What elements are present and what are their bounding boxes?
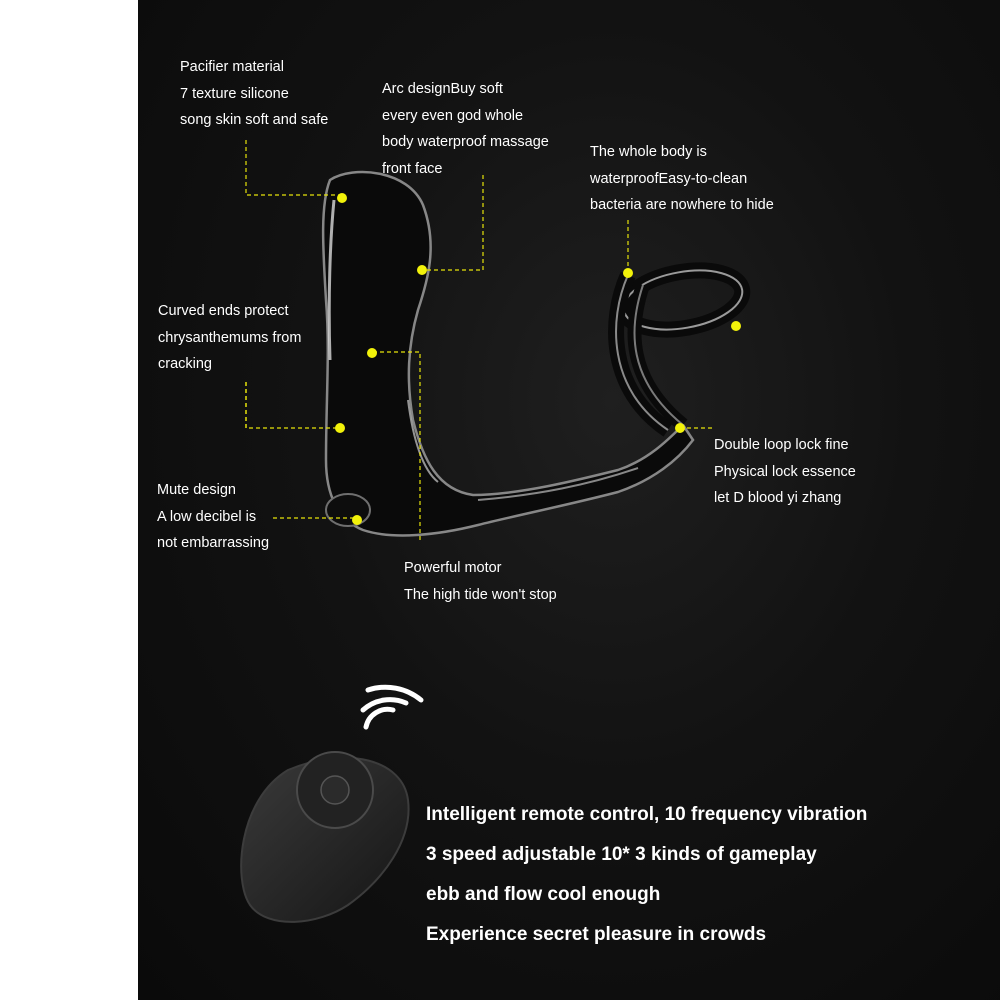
highlight-dots	[335, 193, 741, 525]
callout-line: front face	[382, 160, 443, 177]
callout-line: The high tide won't stop	[404, 586, 557, 603]
callout-line: Physical lock essence	[714, 463, 856, 480]
feature-line-2: 3 speed adjustable 10* 3 kinds of gamepl…	[426, 844, 817, 865]
callout-line: song skin soft and safe	[180, 112, 329, 128]
feature-line-4: Experience secret pleasure in crowds	[426, 924, 767, 945]
callout-powerful-motor: Powerful motor The high tide won't stop	[404, 555, 557, 608]
callout-line: body waterproof massage	[382, 134, 549, 150]
callout-line: Pacifier material	[180, 59, 284, 75]
product-image: Pacifier material 7 texture silicone son…	[138, 0, 1000, 1000]
callout-arc-design: Arc designBuy soft every even god whole …	[382, 76, 549, 182]
massager-silhouette-icon	[321, 170, 751, 537]
leader-lines	[245, 140, 713, 540]
callout-mute-design: Mute design A low decibel is not embarra…	[157, 477, 269, 557]
remote-control-icon	[240, 751, 410, 923]
callout-line: let D blood yi zhang	[714, 490, 842, 506]
callout-line: chrysanthemums from	[158, 329, 302, 346]
callout-line: 7 texture silicone	[180, 85, 289, 102]
callout-line: waterproofEasy-to-clean	[590, 170, 748, 187]
callout-line: bacteria are nowhere to hide	[590, 197, 774, 213]
product-illustration	[240, 140, 751, 923]
callout-curved-ends: Curved ends protect chrysanthemums from …	[158, 298, 301, 378]
callout-line: every even god whole	[382, 107, 524, 124]
callout-waterproof: The whole body is waterproofEasy-to-clea…	[590, 139, 774, 219]
callout-double-loop: Double loop lock fine Physical lock esse…	[714, 432, 856, 512]
callout-line: Curved ends protect	[158, 303, 289, 319]
callout-line: Double loop lock fine	[714, 437, 849, 453]
callout-line: Arc designBuy soft	[382, 81, 503, 97]
feature-line-3: ebb and flow cool enough	[426, 884, 661, 905]
wireless-signal-icon	[360, 684, 424, 730]
callout-line: A low decibel is	[157, 508, 257, 525]
callout-line: not embarrassing	[157, 535, 270, 551]
callout-line: The whole body is	[590, 144, 707, 160]
callout-line: cracking	[158, 356, 212, 372]
callout-line: Mute design	[157, 482, 236, 498]
feature-line-1: Intelligent remote control, 10 frequency…	[426, 804, 868, 825]
callout-line: Powerful motor	[404, 560, 502, 576]
callout-pacifier-material: Pacifier material 7 texture silicone son…	[180, 54, 328, 134]
